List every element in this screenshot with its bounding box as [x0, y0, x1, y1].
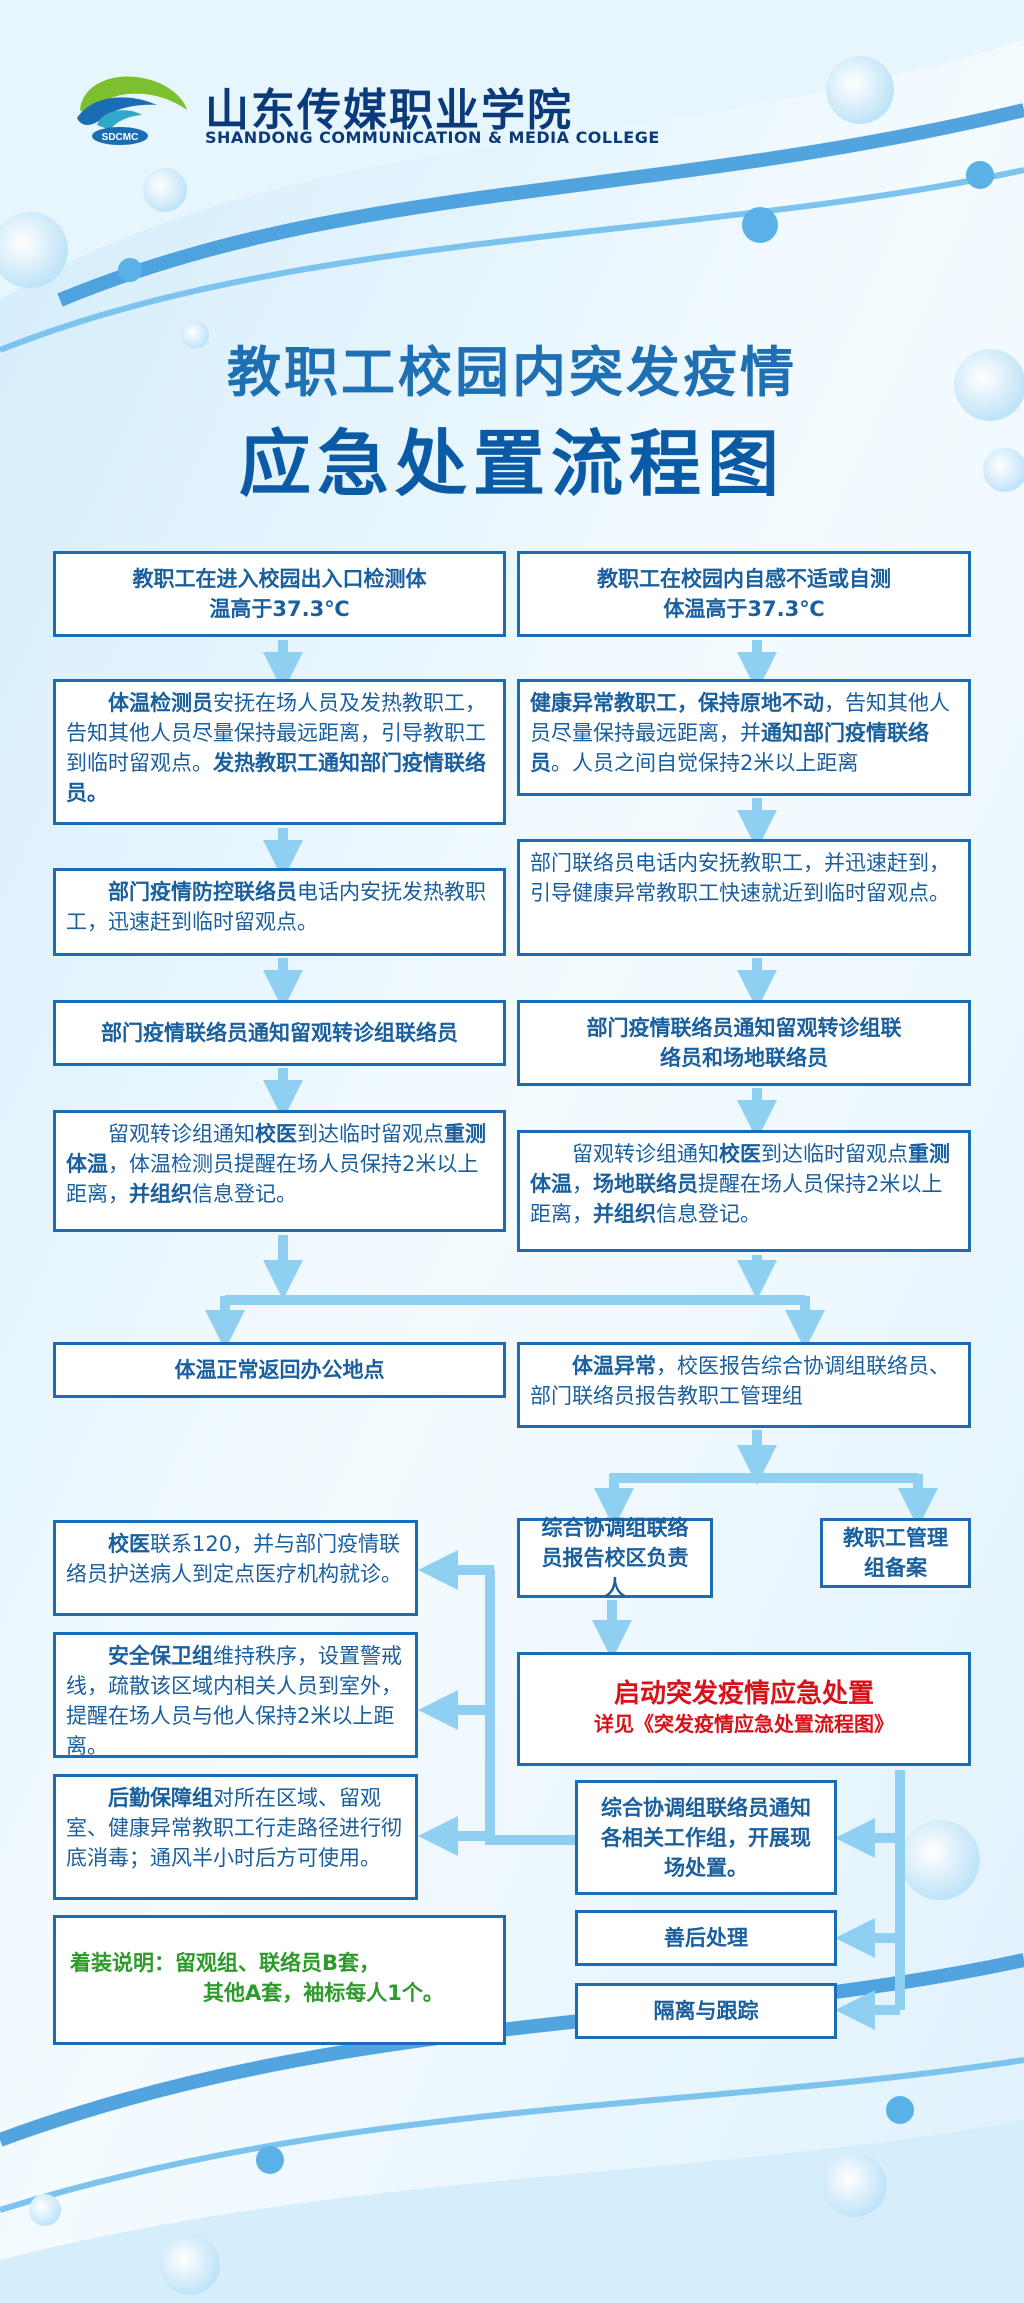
- mgmt-record-box: 教职工管理组备案: [820, 1518, 971, 1588]
- right-step4-text: 部门疫情联络员通知留观转诊组联络员和场地联络员: [586, 1016, 902, 1070]
- left-step5-t4: ，体温检测员提醒在场人员保持2米以上距离，: [66, 1152, 479, 1206]
- isolation-box: 隔离与跟踪: [575, 1983, 837, 2039]
- temp-normal-text: 体温正常返回办公地点: [174, 1358, 385, 1382]
- mgmt-record-text: 教职工管理组备案: [843, 1526, 948, 1580]
- logistics-box: 后勤保障组对所在区域、留观室、健康异常教职工行走路径进行彻底消毒；通风半小时后方…: [53, 1774, 418, 1900]
- dress-line2: 其他A套，袖标每人1个。: [203, 1981, 444, 2005]
- right-step1-box: 教职工在校园内自感不适或自测体温高于37.3℃: [517, 551, 971, 637]
- isolation-text: 隔离与跟踪: [653, 1999, 759, 2023]
- left-step3-bold: 部门疫情防控联络员: [108, 880, 297, 904]
- notify-groups-box: 综合协调组联络员通知各相关工作组，开展现场处置。: [575, 1780, 837, 1895]
- emergency-start-box: 启动突发疫情应急处置 详见《突发疫情应急处置流程图》: [517, 1652, 971, 1766]
- left-step3-text: 电话内安抚发热教职工，迅速赶到临时留观点。: [66, 880, 486, 934]
- right-step2-t2: ，告知其他人员尽量保持最远距离，并: [530, 691, 950, 745]
- right-step4-box: 部门疫情联络员通知留观转诊组联络员和场地联络员: [517, 1000, 971, 1086]
- doctor-text: 联系120，并与部门疫情联络员护送病人到定点医疗机构就诊。: [66, 1532, 402, 1586]
- right-step5-box: 留观转诊组通知校医到达临时留观点重测体温，场地联络员提醒在场人员保持2米以上距离…: [517, 1130, 971, 1252]
- logistics-bold: 后勤保障组: [108, 1786, 213, 1810]
- dress-line1: 留观组、联络员B套，: [175, 1951, 381, 1975]
- college-logo: SDCMC: [77, 76, 187, 145]
- doctor-bold: 校医: [108, 1532, 150, 1556]
- temp-normal-box: 体温正常返回办公地点: [53, 1342, 506, 1398]
- right-step5-site: 场地联络员: [593, 1172, 698, 1196]
- aftermath-box: 善后处理: [575, 1910, 837, 1966]
- coord-report-text: 综合协调组联络员报告校区负责人: [541, 1516, 689, 1600]
- right-step5-t2: 到达临时留观点: [761, 1142, 908, 1166]
- left-step5-retest: 重测体温: [66, 1122, 486, 1176]
- right-step3-box: 部门联络员电话内安抚教职工，并迅速赶到，引导健康异常教职工快速就近到临时留观点。: [517, 839, 971, 956]
- right-step5-t4: 提醒在场人员保持2米以上距离，: [530, 1172, 943, 1226]
- right-step5-t1: 留观转诊组通知: [572, 1142, 719, 1166]
- left-step5-organize: 并组织: [129, 1182, 192, 1206]
- left-step2-bold2: 发热教职工通知部门疫情联络员。: [66, 751, 486, 805]
- left-step4-text: 部门疫情联络员通知留观转诊组联络员: [101, 1021, 458, 1045]
- left-step1-box: 教职工在进入校园出入口检测体温高于37.3℃: [53, 551, 506, 637]
- emergency-start-sub: 详见《突发疫情应急处置流程图》: [594, 1712, 894, 1736]
- left-step2-box: 体温检测员安抚在场人员及发热教职工，告知其他人员尽量保持最远距离，引导教职工到临…: [53, 679, 506, 825]
- security-bold: 安全保卫组: [108, 1644, 213, 1668]
- school-name-cn: 山东传媒职业学院: [205, 85, 573, 136]
- right-step2-notify: 通知部门疫情联络员: [530, 721, 929, 775]
- left-step3-box: 部门疫情防控联络员电话内安抚发热教职工，迅速赶到临时留观点。: [53, 868, 506, 956]
- doctor-box: 校医联系120，并与部门疫情联络员护送病人到定点医疗机构就诊。: [53, 1520, 418, 1616]
- temp-abnormal-bold: 体温异常: [572, 1354, 656, 1378]
- left-step2-text: 安抚在场人员及发热教职工，告知其他人员尽量保持最远距离，引导教职工到临时留观点。: [66, 691, 486, 775]
- right-step2-t4: 。人员之间自觉保持2米以上距离: [551, 751, 859, 775]
- emergency-start-title: 启动突发疫情应急处置: [613, 1679, 874, 1709]
- right-step5-retest: 重测体温: [530, 1142, 950, 1196]
- coord-report-box: 综合协调组联络员报告校区负责人: [517, 1516, 713, 1600]
- right-step5-t6: 信息登记。: [656, 1202, 761, 1226]
- left-step5-t6: 信息登记。: [192, 1182, 297, 1206]
- page-title-line1: 教职工校园内突发疫情: [227, 341, 797, 404]
- right-step2-bold: 健康异常教职工，保持原地不动: [530, 691, 824, 715]
- logistics-text: 对所在区域、留观室、健康异常教职工行走路径进行彻底消毒；通风半小时后方可使用。: [66, 1786, 402, 1870]
- left-step5-doctor: 校医: [255, 1122, 297, 1146]
- left-step2-bold: 体温检测员: [108, 691, 213, 715]
- right-step3-text: 部门联络员电话内安抚教职工，并迅速赶到，引导健康异常教职工快速就近到临时留观点。: [530, 851, 950, 905]
- right-step2-box: 健康异常教职工，保持原地不动，告知其他人员尽量保持最远距离，并通知部门疫情联络员…: [517, 679, 971, 796]
- security-text: 维持秩序，设置警戒线，疏散该区域内相关人员到室外，提醒在场人员与他人保持2米以上…: [66, 1644, 402, 1758]
- logo-text: SDCMC: [102, 132, 139, 143]
- aftermath-text: 善后处理: [664, 1926, 748, 1950]
- school-name-en: SHANDONG COMMUNICATION & MEDIA COLLEGE: [205, 128, 660, 147]
- temp-abnormal-box: 体温异常，校医报告综合协调组联络员、部门联络员报告教职工管理组: [517, 1342, 971, 1428]
- flow-arrows: [263, 640, 777, 1660]
- left-step4-box: 部门疫情联络员通知留观转诊组联络员: [53, 1000, 506, 1066]
- right-step5-organize: 并组织: [593, 1202, 656, 1226]
- temp-abnormal-text: ，校医报告综合协调组联络员、部门联络员报告教职工管理组: [530, 1354, 950, 1408]
- left-step5-t2: 到达临时留观点: [297, 1122, 444, 1146]
- left-step5-box: 留观转诊组通知校医到达临时留观点重测体温，体温检测员提醒在场人员保持2米以上距离…: [53, 1110, 506, 1232]
- left-step5-t1: 留观转诊组通知: [108, 1122, 255, 1146]
- page-title-line2: 应急处置流程图: [238, 422, 785, 506]
- left-step1-text: 教职工在进入校园出入口检测体温高于37.3℃: [132, 567, 427, 621]
- right-step5-doctor: 校医: [719, 1142, 761, 1166]
- dress-label: 着装说明：: [70, 1951, 175, 1975]
- security-box: 安全保卫组维持秩序，设置警戒线，疏散该区域内相关人员到室外，提醒在场人员与他人保…: [53, 1632, 418, 1758]
- right-step1-text: 教职工在校园内自感不适或自测体温高于37.3℃: [597, 567, 891, 621]
- dress-note-box: 着装说明：留观组、联络员B套， 其他A套，袖标每人1个。: [53, 1915, 506, 2045]
- notify-groups-text: 综合协调组联络员通知各相关工作组，开展现场处置。: [601, 1795, 811, 1880]
